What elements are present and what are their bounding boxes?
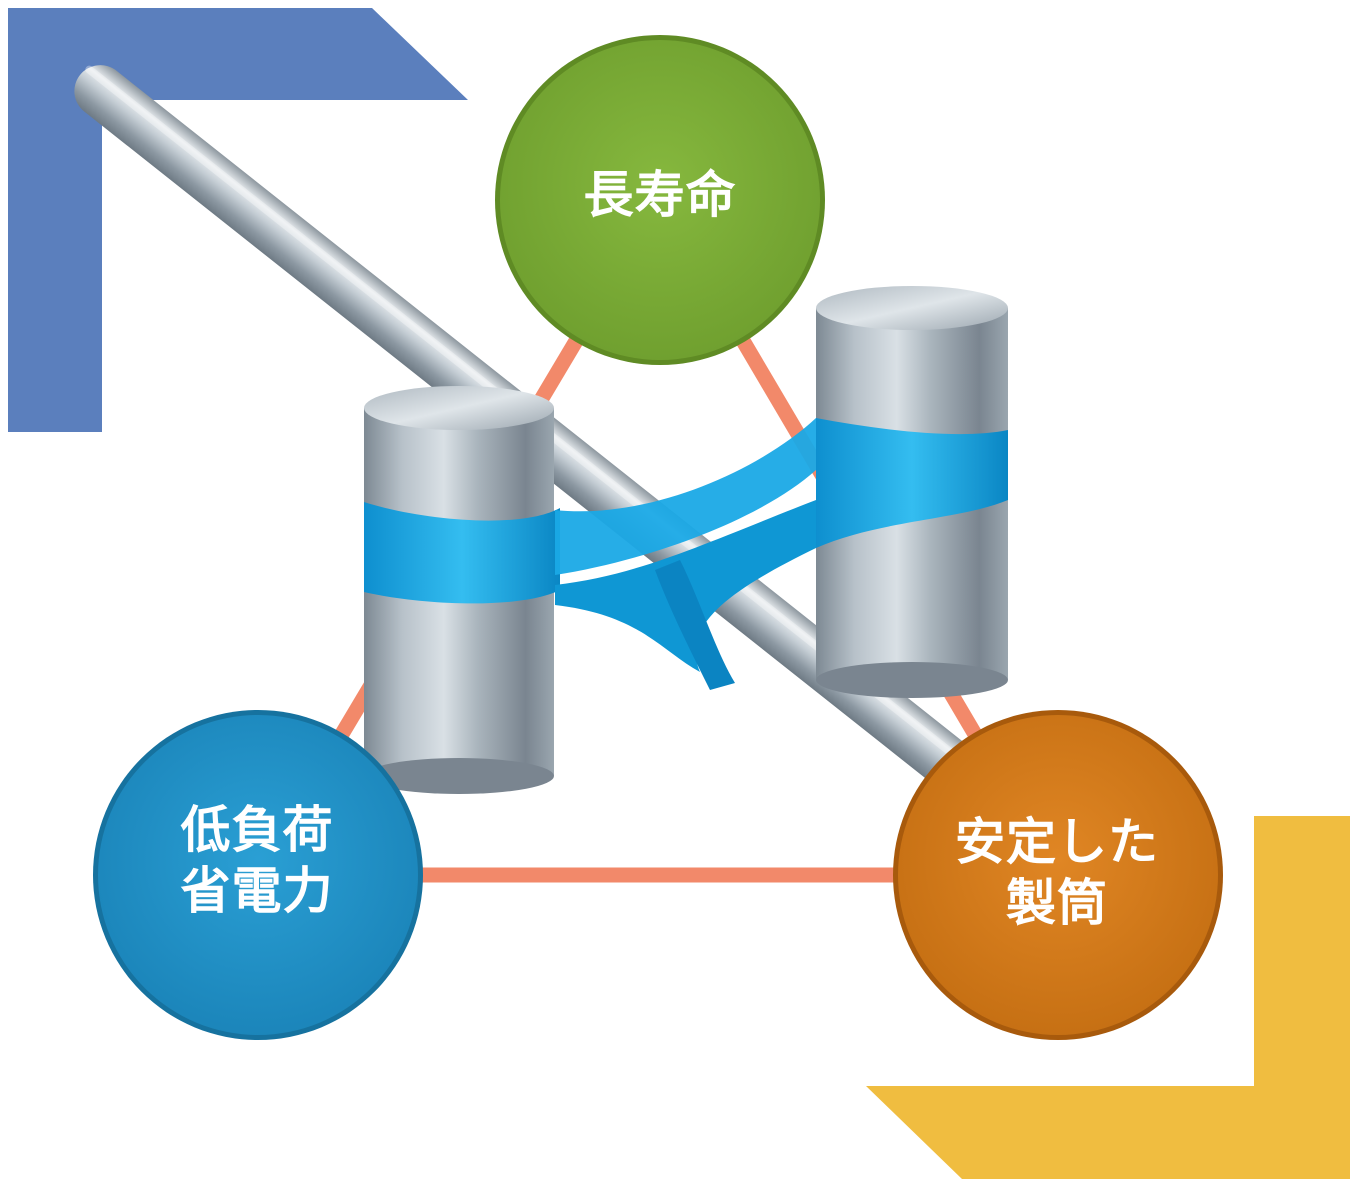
node-top-circle: [495, 35, 825, 365]
node-left-circle: [93, 710, 423, 1040]
node-right-circle: [893, 710, 1223, 1040]
node-label-left: 低負荷 省電力: [92, 800, 422, 922]
corner-bracket-top-left: [8, 8, 468, 432]
node-left-line-2: 省電力: [180, 862, 334, 920]
node-top-line-1: 長寿命: [583, 166, 737, 224]
node-label-top: 長寿命: [495, 165, 825, 226]
node-left-line-1: 低負荷: [180, 801, 334, 859]
node-right-line-2: 製筒: [1006, 874, 1108, 932]
node-right-line-1: 安定した: [955, 813, 1159, 871]
corner-bracket-bottom-right: [866, 816, 1350, 1179]
blue-ribbon: [364, 418, 1008, 690]
node-label-right: 安定した 製筒: [892, 812, 1222, 934]
